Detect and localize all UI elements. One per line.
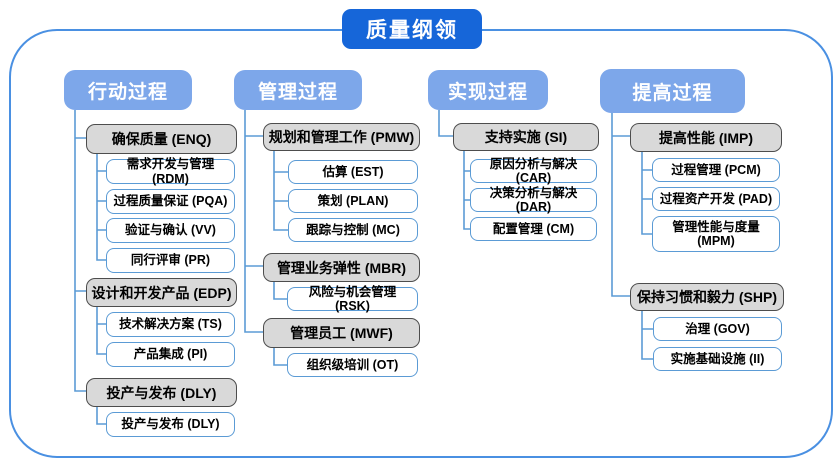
group-imp: 提高性能 (IMP) [630,123,782,152]
col1-dly-trunk [96,405,106,425]
leaf-rsk: 风险与机会管理 (RSK) [287,285,418,313]
leaf-car: 原因分析与解决 (CAR) [470,157,597,185]
col3-si-trunk [463,149,470,230]
leaf-pcm: 过程管理 (PCM) [652,158,780,182]
col4-shp-trunk [641,309,653,360]
group-edp: 设计和开发产品 (EDP) [86,278,237,307]
diagram-title: 质量纲领 [342,9,482,49]
leaf-pad: 过程资产开发 (PAD) [652,187,780,211]
column-header-improvement-process: 提高过程 [600,69,745,113]
group-enq: 确保质量 (ENQ) [86,124,237,154]
col2-mwf-trunk [273,346,287,366]
leaf-dly: 投产与发布 (DLY) [106,412,235,437]
col3-header-trunk [438,110,453,137]
group-si: 支持实施 (SI) [453,123,599,151]
group-mwf: 管理员工 (MWF) [263,318,420,348]
column-header-management-process: 管理过程 [234,70,362,110]
leaf-cm: 配置管理 (CM) [470,217,597,241]
leaf-plan: 策划 (PLAN) [288,189,418,213]
col2-header-trunk [244,110,263,333]
column-header-implementation-process: 实现过程 [428,70,548,110]
col2-mbr-trunk [273,280,287,300]
col4-header-trunk [611,113,630,297]
col2-pmw-trunk [273,149,288,231]
leaf-vv: 验证与确认 (VV) [106,218,235,243]
group-shp: 保持习惯和毅力 (SHP) [630,283,784,311]
leaf-pr: 同行评审 (PR) [106,248,235,273]
leaf-est: 估算 (EST) [288,160,418,184]
leaf-mc: 跟踪与控制 (MC) [288,218,418,242]
leaf-rdm: 需求开发与管理 (RDM) [106,157,235,186]
group-dly: 投产与发布 (DLY) [86,378,237,407]
leaf-mpm: 管理性能与度量 (MPM) [652,216,780,252]
col1-enq-trunk [96,152,106,261]
leaf-gov: 治理 (GOV) [653,317,782,341]
leaf-pqa: 过程质量保证 (PQA) [106,189,235,214]
leaf-ot: 组织级培训 (OT) [287,353,418,377]
group-mbr: 管理业务弹性 (MBR) [263,253,420,282]
col1-edp-trunk [96,305,106,355]
leaf-ii: 实施基础设施 (II) [653,347,782,371]
leaf-pi: 产品集成 (PI) [106,342,235,367]
leaf-ts: 技术解决方案 (TS) [106,312,235,337]
column-header-action-process: 行动过程 [64,70,192,110]
col1-header-trunk [74,110,86,392]
col4-imp-trunk [641,150,652,235]
group-pmw: 规划和管理工作 (PMW) [263,123,420,151]
leaf-dar: 决策分析与解决 (DAR) [470,186,597,214]
